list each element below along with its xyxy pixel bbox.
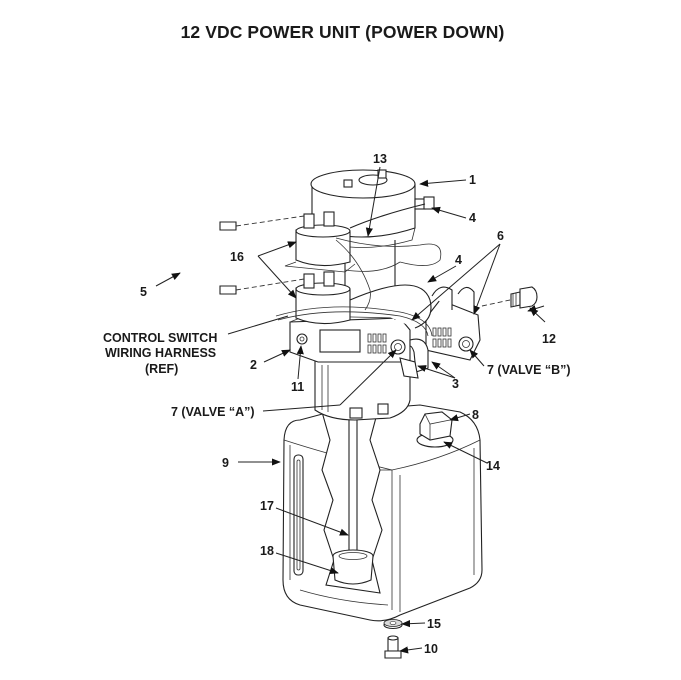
callout-14: 14	[486, 459, 500, 473]
elbow-fittings	[399, 338, 429, 379]
drain-plug	[384, 635, 402, 659]
jumper-cable	[175, 215, 305, 295]
solenoid-lower	[295, 271, 351, 325]
callout-18: 18	[260, 544, 274, 558]
callout-15: 15	[427, 617, 441, 631]
callout-16: 16	[230, 250, 244, 264]
motor	[310, 169, 435, 320]
diagram-title: 12 VDC POWER UNIT (POWER DOWN)	[180, 22, 505, 42]
callout-4-cable-upper: 4	[469, 211, 476, 225]
callout-17: 17	[260, 499, 274, 513]
adapter-fitting	[481, 286, 538, 309]
callout-4-cable-lower: 4	[455, 253, 462, 267]
harness-label-line2: WIRING HARNESS	[105, 346, 216, 360]
valve-b-block	[425, 286, 481, 361]
callout-7-valve-a: 7 (VALVE “A”)	[171, 405, 255, 419]
harness-cable	[275, 306, 433, 337]
pump-body	[314, 359, 411, 421]
callout-6: 6	[497, 229, 504, 243]
callout-8: 8	[472, 408, 479, 422]
harness-label-line3: (REF)	[145, 362, 178, 376]
valve-b	[458, 336, 474, 352]
breather-cap	[416, 411, 454, 448]
callout-1: 1	[469, 173, 476, 187]
suction-filter	[332, 549, 374, 585]
solenoid-wires	[335, 237, 442, 311]
valve-a	[390, 339, 406, 355]
callout-3: 3	[452, 377, 459, 391]
callout-9: 9	[222, 456, 229, 470]
drain-washer	[383, 619, 403, 630]
callout-5: 5	[140, 285, 147, 299]
callout-2: 2	[250, 358, 257, 372]
leader-lines	[155, 166, 546, 654]
reservoir-tank	[282, 404, 483, 622]
check-valve-port	[296, 333, 308, 345]
harness-label-line1: CONTROL SWITCH	[103, 331, 217, 345]
callout-10: 10	[424, 642, 438, 656]
callout-12: 12	[542, 332, 556, 346]
solenoid-upper	[284, 211, 356, 273]
callout-13: 13	[373, 152, 387, 166]
manifold-block	[289, 315, 411, 363]
callout-7-valve-b: 7 (VALVE “B”)	[487, 363, 571, 377]
callout-11: 11	[291, 380, 304, 394]
